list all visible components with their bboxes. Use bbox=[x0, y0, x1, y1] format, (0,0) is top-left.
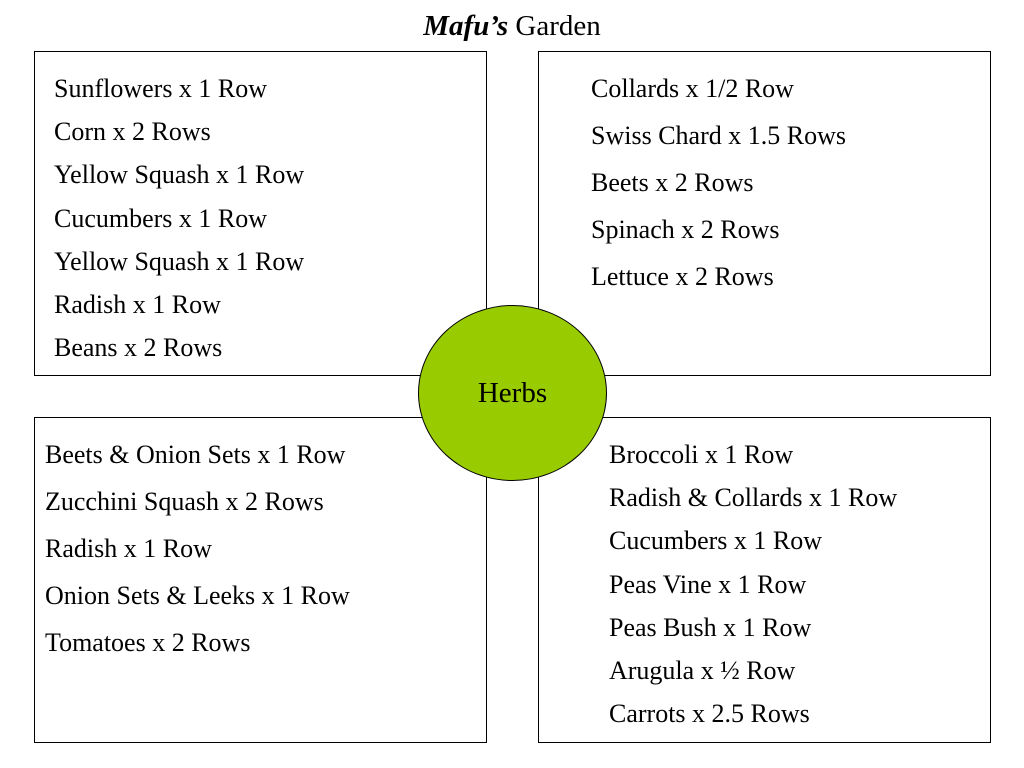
list-item: Radish x 1 Row bbox=[45, 534, 212, 563]
list-item: Beets & Onion Sets x 1 Row bbox=[45, 440, 346, 469]
herbs-label: Herbs bbox=[477, 376, 548, 409]
list-item: Spinach x 2 Rows bbox=[591, 215, 780, 244]
list-item: Arugula x ½ Row bbox=[609, 655, 796, 685]
list-item: Beets x 2 Rows bbox=[591, 168, 754, 197]
herbs-center-circle: Herbs bbox=[418, 305, 607, 481]
plant-list-top-left: Sunflowers x 1 Row Corn x 2 Rows Yellow … bbox=[54, 72, 304, 374]
quadrant-top-right: Collards x 1/2 Row Swiss Chard x 1.5 Row… bbox=[538, 51, 991, 376]
list-item: Onion Sets & Leeks x 1 Row bbox=[45, 581, 350, 610]
list-item: Lettuce x 2 Rows bbox=[591, 262, 774, 291]
list-item: Peas Bush x 1 Row bbox=[609, 612, 812, 642]
list-item: Tomatoes x 2 Rows bbox=[45, 628, 251, 657]
list-item: Cucumbers x 1 Row bbox=[54, 203, 268, 233]
list-item: Beans x 2 Rows bbox=[54, 333, 223, 363]
list-item: Radish & Collards x 1 Row bbox=[609, 483, 898, 513]
quadrant-bottom-left: Beets & Onion Sets x 1 Row Zucchini Squa… bbox=[34, 417, 487, 743]
plant-list-bottom-left: Beets & Onion Sets x 1 Row Zucchini Squa… bbox=[45, 438, 350, 673]
page-title: Mafu’s Garden bbox=[0, 8, 1024, 44]
list-item: Yellow Squash x 1 Row bbox=[54, 160, 305, 190]
list-item: Sunflowers x 1 Row bbox=[54, 74, 268, 103]
list-item: Broccoli x 1 Row bbox=[609, 440, 794, 469]
list-item: Yellow Squash x 1 Row bbox=[54, 246, 305, 276]
quadrant-top-left: Sunflowers x 1 Row Corn x 2 Rows Yellow … bbox=[34, 51, 487, 376]
title-name: Mafu’s bbox=[423, 10, 509, 42]
list-item: Zucchini Squash x 2 Rows bbox=[45, 487, 324, 516]
list-item: Carrots x 2.5 Rows bbox=[609, 699, 810, 729]
list-item: Swiss Chard x 1.5 Rows bbox=[591, 121, 846, 150]
list-item: Collards x 1/2 Row bbox=[591, 74, 794, 103]
plant-list-top-right: Collards x 1/2 Row Swiss Chard x 1.5 Row… bbox=[591, 72, 846, 307]
list-item: Peas Vine x 1 Row bbox=[609, 569, 807, 599]
list-item: Corn x 2 Rows bbox=[54, 117, 211, 147]
quadrant-bottom-right: Broccoli x 1 Row Radish & Collards x 1 R… bbox=[538, 417, 991, 743]
list-item: Cucumbers x 1 Row bbox=[609, 526, 823, 556]
title-rest: Garden bbox=[515, 10, 601, 42]
list-item: Radish x 1 Row bbox=[54, 289, 221, 319]
plant-list-bottom-right: Broccoli x 1 Row Radish & Collards x 1 R… bbox=[609, 438, 897, 740]
